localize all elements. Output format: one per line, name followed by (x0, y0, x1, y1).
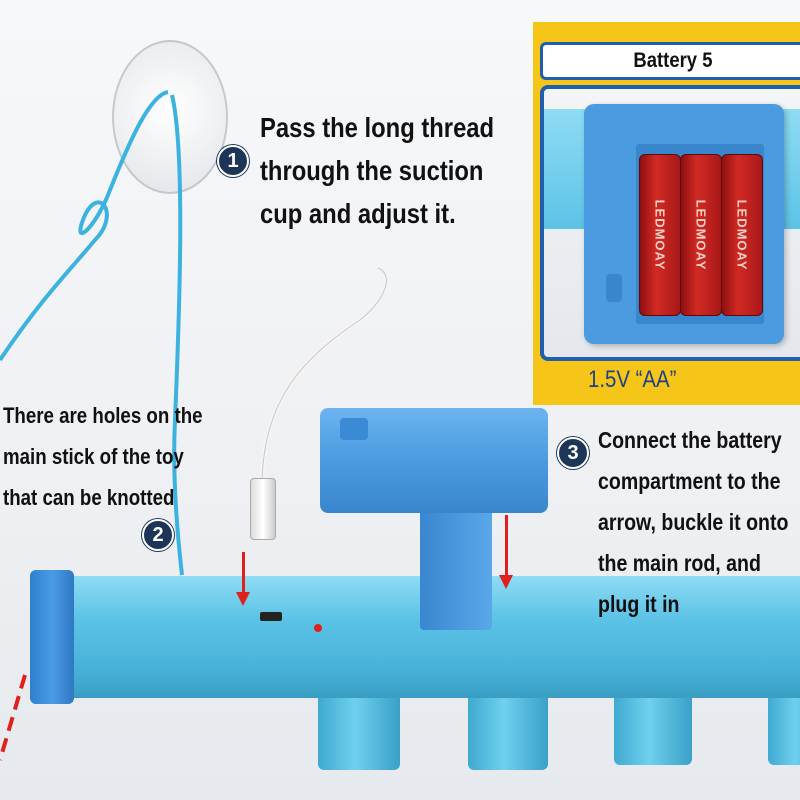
inset-photo: LEDMOAY LEDMOAY LEDMOAY (540, 85, 800, 361)
usb-c-connector (250, 478, 276, 540)
battery-well: LEDMOAY LEDMOAY LEDMOAY (636, 144, 764, 324)
caption-line: There are holes on the (3, 403, 203, 428)
inset-battery-compartment: LEDMOAY LEDMOAY LEDMOAY (584, 104, 784, 344)
caption-line: that can be knotted (3, 485, 175, 510)
aa-battery: LEDMOAY (639, 154, 681, 316)
inset-title-bar: Battery 5 (540, 42, 800, 80)
caption-line: main stick of the toy (3, 444, 184, 469)
step-2-text: There are holes on the main stick of the… (3, 395, 203, 518)
red-arrow (505, 515, 508, 577)
step-1-text: Pass the long thread through the suction… (260, 106, 494, 235)
caption-line: Connect the battery (598, 427, 782, 453)
aa-battery: LEDMOAY (680, 154, 722, 316)
red-arrow (242, 552, 245, 594)
suction-cup (112, 40, 228, 194)
caption-line: arrow, buckle it onto (598, 509, 789, 535)
step-1-badge: 1 (217, 145, 249, 177)
step-2-badge: 2 (142, 519, 174, 551)
battery-box-clip (420, 505, 492, 630)
caption-line: compartment to the (598, 468, 781, 494)
caption-line: Pass the long thread (260, 112, 495, 143)
inset-voltage-label: 1.5V “AA” (588, 366, 677, 393)
caption-line: the main rod, and (598, 550, 761, 576)
red-arrow-head (499, 575, 513, 589)
step-3-badge: 3 (557, 437, 589, 469)
indicator-led (314, 624, 322, 632)
rod-end-cap (30, 570, 74, 704)
aa-battery: LEDMOAY (721, 154, 763, 316)
inset-title: Battery 5 (633, 49, 713, 72)
battery-box-switch (340, 418, 368, 440)
usb-port (260, 612, 282, 621)
caption-line: plug it in (598, 591, 680, 617)
compartment-switch (606, 274, 622, 302)
red-arrow-head (236, 592, 250, 606)
step-3-text: Connect the battery compartment to the a… (598, 420, 788, 625)
caption-line: cup and adjust it. (260, 198, 456, 229)
caption-line: through the suction (260, 155, 484, 186)
